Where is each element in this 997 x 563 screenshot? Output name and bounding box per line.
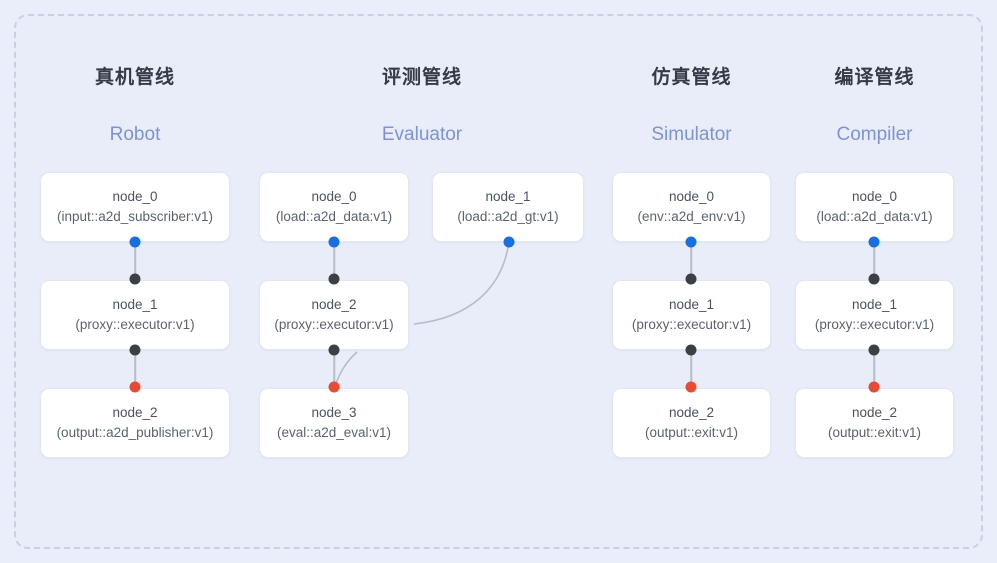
edge-evaluator-2-3 (333, 350, 335, 387)
node-kind: (load::a2d_data:v1) (816, 209, 933, 224)
port-robot-1-out[interactable] (129, 344, 141, 356)
node-simulator-0[interactable]: node_0 (env::a2d_env:v1) (612, 172, 771, 242)
column-title-cn-simulator: 仿真管线 (651, 67, 732, 88)
port-robot-0-out[interactable] (129, 236, 141, 248)
node-name: node_1 (668, 297, 715, 312)
port-evaluator-0-out[interactable] (328, 236, 340, 248)
port-robot-2-in[interactable] (129, 381, 141, 393)
edge-robot-1-2 (134, 350, 136, 387)
node-kind: (proxy::executor:v1) (631, 317, 752, 332)
node-simulator-1[interactable]: node_1 (proxy::executor:v1) (612, 280, 771, 350)
node-evaluator-0[interactable]: node_0 (load::a2d_data:v1) (259, 172, 409, 242)
node-kind: (load::a2d_data:v1) (275, 209, 393, 224)
port-compiler-1-out[interactable] (868, 344, 880, 356)
port-evaluator-2-out[interactable] (328, 344, 340, 356)
node-kind: (eval::a2d_eval:v1) (276, 425, 392, 440)
port-simulator-1-in[interactable] (685, 273, 697, 285)
port-evaluator-3-in[interactable] (328, 381, 340, 393)
node-kind: (proxy::executor:v1) (814, 317, 935, 332)
column-title-en-compiler: Compiler (836, 124, 913, 145)
column-title-en-evaluator: Evaluator (381, 124, 463, 145)
column-evaluator: 评测管线 Evaluator (327, 0, 517, 563)
node-simulator-2[interactable]: node_2 (output::exit:v1) (612, 388, 771, 458)
port-compiler-2-in[interactable] (868, 381, 880, 393)
edge-compiler-0-1 (873, 242, 875, 279)
node-name: node_1 (851, 297, 898, 312)
node-kind: (proxy::executor:v1) (75, 317, 195, 332)
node-kind: (output::a2d_publisher:v1) (56, 425, 214, 440)
node-evaluator-1[interactable]: node_1 (load::a2d_gt:v1) (432, 172, 584, 242)
node-evaluator-3[interactable]: node_3 (eval::a2d_eval:v1) (259, 388, 409, 458)
node-kind: (input::a2d_subscriber:v1) (56, 209, 214, 224)
node-kind: (env::a2d_env:v1) (637, 209, 746, 224)
port-compiler-0-out[interactable] (868, 236, 880, 248)
node-robot-2[interactable]: node_2 (output::a2d_publisher:v1) (40, 388, 230, 458)
column-title-en-simulator: Simulator (651, 124, 732, 145)
node-kind: (load::a2d_gt:v1) (457, 209, 559, 224)
port-simulator-2-in[interactable] (685, 381, 697, 393)
port-evaluator-2-in[interactable] (328, 273, 340, 285)
node-evaluator-2[interactable]: node_2 (proxy::executor:v1) (259, 280, 409, 350)
node-robot-0[interactable]: node_0 (input::a2d_subscriber:v1) (40, 172, 230, 242)
node-name: node_0 (112, 189, 158, 204)
node-compiler-2[interactable]: node_2 (output::exit:v1) (795, 388, 954, 458)
edge-evaluator-0-2 (333, 242, 335, 279)
node-name: node_0 (851, 189, 898, 204)
node-kind: (proxy::executor:v1) (274, 317, 394, 332)
node-kind: (output::exit:v1) (644, 425, 739, 440)
node-name: node_0 (311, 189, 357, 204)
node-robot-1[interactable]: node_1 (proxy::executor:v1) (40, 280, 230, 350)
column-title-en-robot: Robot (109, 124, 161, 145)
column-compiler: 编译管线 Compiler (795, 0, 954, 563)
node-name: node_2 (311, 297, 357, 312)
column-simulator: 仿真管线 Simulator (612, 0, 771, 563)
edge-compiler-1-2 (873, 350, 875, 387)
node-name: node_1 (112, 297, 158, 312)
node-name: node_3 (311, 405, 357, 420)
edge-simulator-0-1 (690, 242, 692, 279)
node-name: node_2 (112, 405, 158, 420)
node-name: node_1 (485, 189, 531, 204)
port-compiler-1-in[interactable] (868, 273, 880, 285)
column-title-cn-evaluator: 评测管线 (381, 67, 462, 88)
node-kind: (output::exit:v1) (827, 425, 922, 440)
port-simulator-0-out[interactable] (685, 236, 697, 248)
edge-robot-0-1 (134, 242, 136, 279)
node-compiler-1[interactable]: node_1 (proxy::executor:v1) (795, 280, 954, 350)
column-robot: 真机管线 Robot (40, 0, 230, 563)
node-compiler-0[interactable]: node_0 (load::a2d_data:v1) (795, 172, 954, 242)
port-evaluator-1-out[interactable] (503, 236, 515, 248)
edge-simulator-1-2 (690, 350, 692, 387)
column-title-cn-compiler: 编译管线 (834, 67, 915, 88)
column-title-cn-robot: 真机管线 (94, 67, 175, 88)
node-name: node_2 (668, 405, 715, 420)
port-robot-1-in[interactable] (129, 273, 141, 285)
node-name: node_0 (668, 189, 715, 204)
node-name: node_2 (851, 405, 898, 420)
port-simulator-1-out[interactable] (685, 344, 697, 356)
